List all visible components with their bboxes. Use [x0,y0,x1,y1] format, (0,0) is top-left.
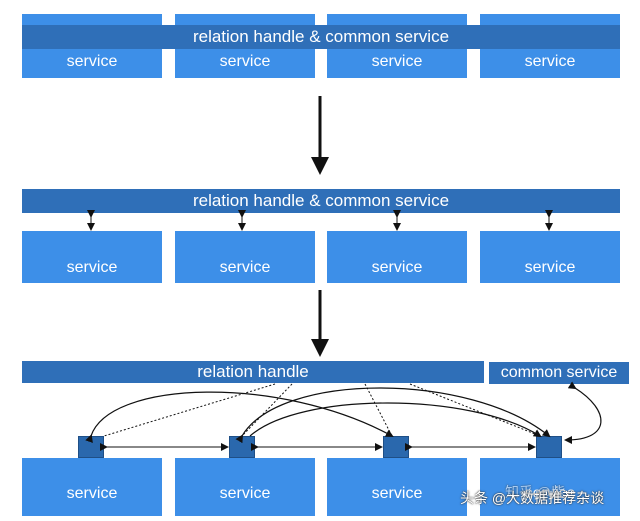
service-label: service [219,53,271,70]
service-label: service [66,259,118,276]
bar-label: relation handle & common service [192,27,450,46]
common-service-box: common service [487,360,631,386]
watermark-text: 头条 @大数据推荐杂谈 [460,490,605,506]
service-label: service [524,259,576,276]
service-label: service [66,53,118,70]
common-service-arc [564,381,602,444]
arc-2-4 [235,387,551,444]
service-label: service [371,485,423,502]
bar-label: relation handle [197,362,309,381]
relation-handle-bar: relation handle [22,361,484,383]
service-box-s2-3: service [327,231,467,283]
service-label: service [524,53,576,70]
service-label: service [66,485,118,502]
dotted-link-1 [103,383,276,437]
service-label: service [524,485,576,502]
common-service-label: common service [500,364,618,381]
arc-1-3 [85,391,394,443]
relation-common-bar-s1: relation handle & common service [22,25,620,49]
dotted-link-3 [364,383,393,437]
watermark-overlay-text: 知乎 @紫 [505,484,566,500]
service-box-s2-4: service [480,231,620,283]
service-label: service [371,53,423,70]
service-box-s3-1: service [22,458,162,516]
bar-label: relation handle & common service [192,191,450,210]
service-box-s3-3: service [327,458,467,516]
service-label: service [219,259,271,276]
dotted-link-4 [409,383,541,437]
service-box-s2-1: service [22,231,162,283]
service-box-s2-2: service [175,231,315,283]
service-box-s3-4: service [480,458,620,516]
service-label: service [219,485,271,502]
dotted-link-2 [241,383,293,437]
arc-2-4-inner [249,402,542,438]
service-label: service [371,259,423,276]
relation-common-bar-s2: relation handle & common service [22,189,620,213]
service-box-s3-2: service [175,458,315,516]
